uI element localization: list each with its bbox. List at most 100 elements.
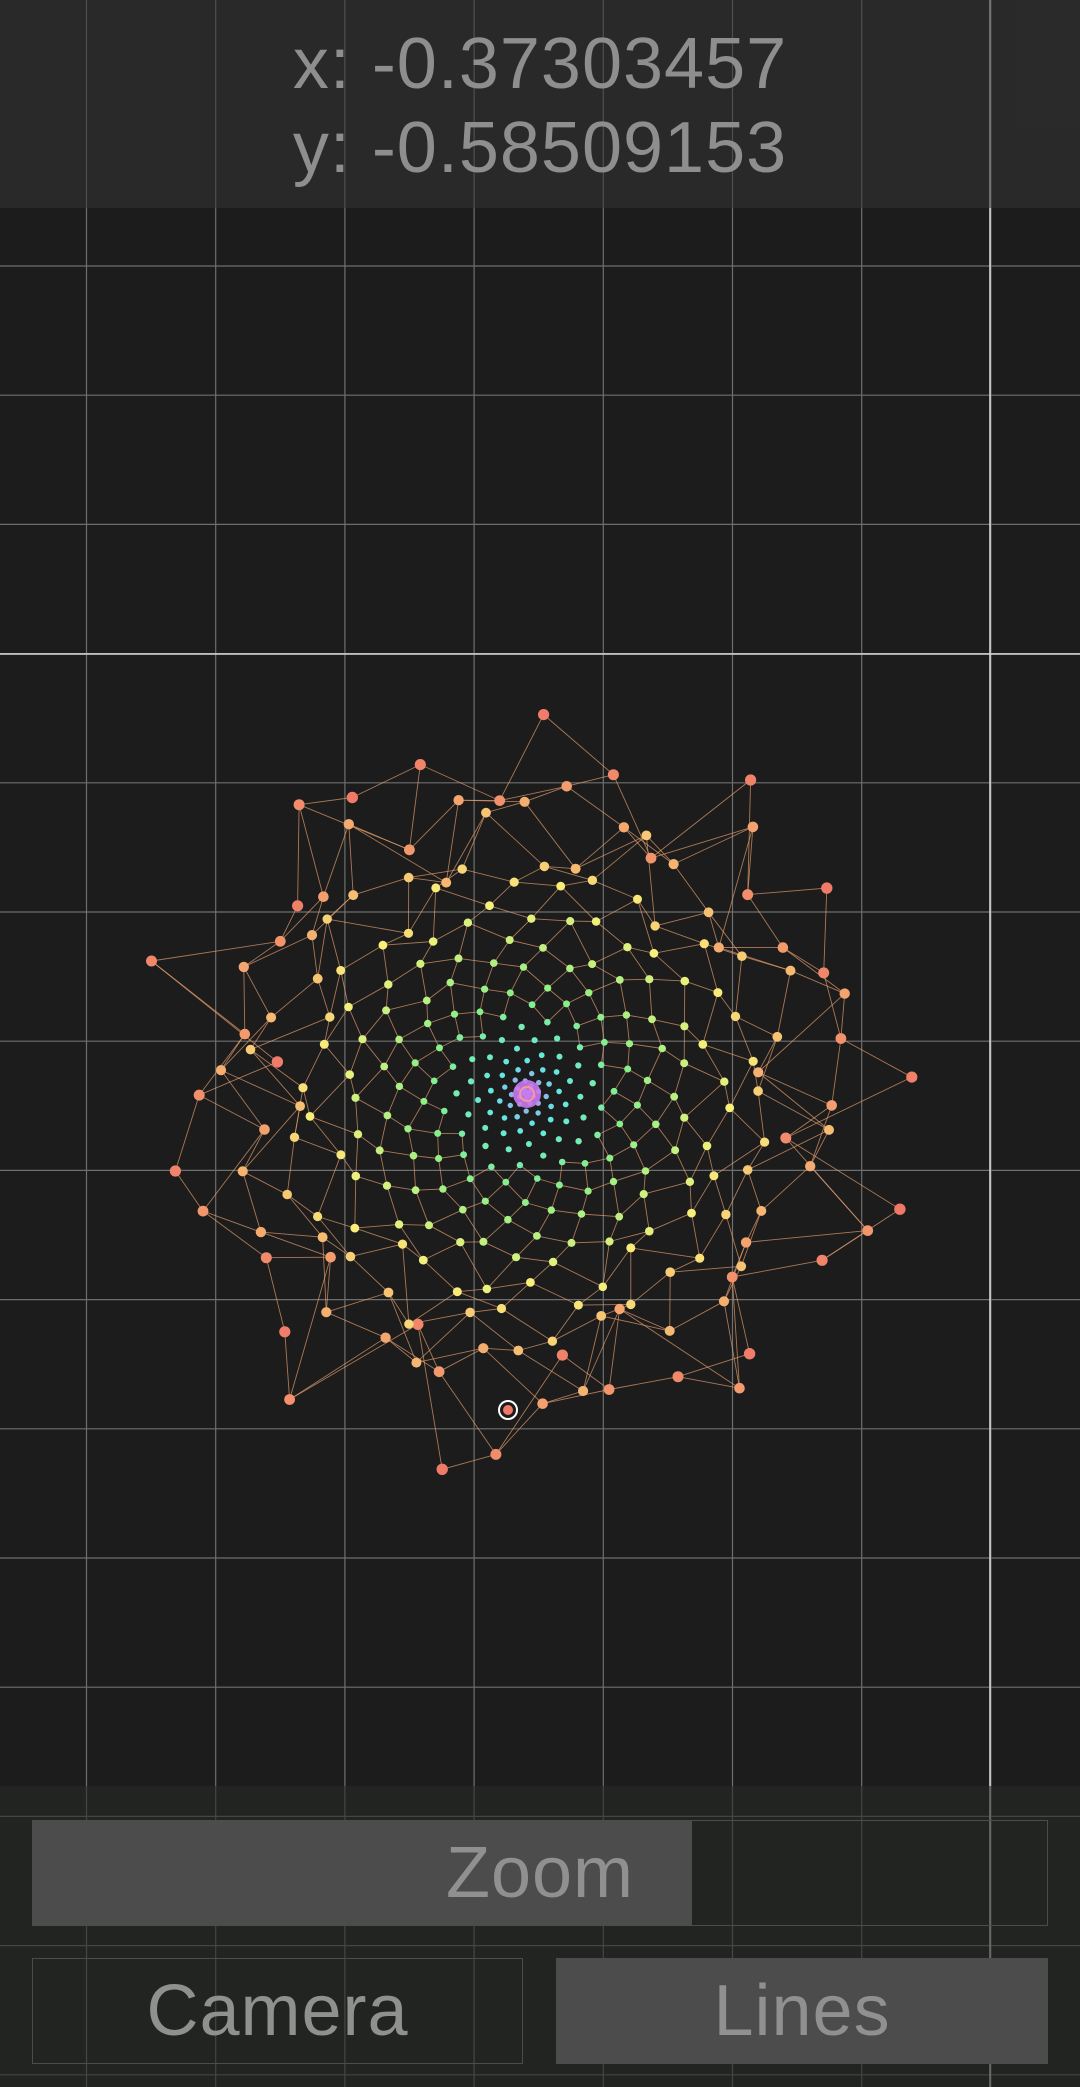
zoom-label: Zoom bbox=[445, 1833, 635, 1913]
spiral-point bbox=[529, 1120, 535, 1126]
spiral-point bbox=[570, 863, 581, 874]
spiral-point bbox=[457, 864, 467, 874]
spiral-point bbox=[734, 1382, 745, 1394]
connection-line bbox=[588, 979, 620, 994]
connection-line bbox=[415, 1190, 430, 1226]
spiral-point bbox=[516, 1161, 524, 1169]
connection-line bbox=[469, 1166, 492, 1180]
spiral-point bbox=[743, 1348, 756, 1360]
connection-line bbox=[220, 1069, 301, 1107]
spiral-point bbox=[497, 1098, 503, 1104]
connection-line bbox=[823, 888, 828, 973]
spiral-point bbox=[449, 1063, 457, 1070]
connection-line bbox=[543, 714, 614, 776]
spiral-point bbox=[353, 1130, 363, 1139]
connection-line bbox=[636, 1080, 648, 1106]
connection-line bbox=[428, 1224, 461, 1243]
connection-line bbox=[595, 921, 628, 948]
spiral-point bbox=[197, 1205, 209, 1217]
connection-line bbox=[198, 1094, 265, 1130]
spiral-point bbox=[670, 1092, 679, 1101]
connection-line bbox=[419, 963, 428, 1001]
spiral-point bbox=[594, 1131, 601, 1139]
connection-line bbox=[355, 1066, 385, 1099]
connection-line bbox=[613, 1181, 620, 1217]
spiral-points bbox=[146, 709, 918, 1476]
spiral-point bbox=[606, 1154, 614, 1162]
spiral-point bbox=[488, 1087, 494, 1094]
spiral-point bbox=[772, 1031, 783, 1042]
connection-line bbox=[782, 947, 845, 994]
connection-line bbox=[578, 1303, 631, 1306]
spiral-point bbox=[511, 1253, 521, 1262]
connection-line bbox=[677, 1376, 740, 1389]
spiral-point bbox=[343, 819, 354, 830]
camera-button[interactable]: Camera bbox=[32, 1958, 523, 2064]
connection-line bbox=[357, 1133, 380, 1151]
connection-line bbox=[560, 885, 597, 922]
connection-line bbox=[414, 1062, 435, 1082]
cursor-marker-dot bbox=[503, 1405, 513, 1415]
spiral-point bbox=[536, 1079, 542, 1086]
spiral-point bbox=[513, 1345, 524, 1356]
spiral-point bbox=[395, 1082, 404, 1091]
spiral-point bbox=[346, 791, 358, 804]
connection-line bbox=[408, 764, 421, 850]
spiral-point bbox=[623, 943, 632, 952]
connection-line bbox=[242, 1105, 301, 1172]
connection-line bbox=[757, 1071, 830, 1131]
connection-line bbox=[491, 1166, 507, 1183]
spiral-point bbox=[358, 1035, 367, 1044]
connection-line bbox=[613, 1090, 638, 1106]
connection-line bbox=[530, 1261, 554, 1283]
spiral-point bbox=[503, 1058, 510, 1065]
connection-line bbox=[569, 920, 593, 965]
zoom-slider[interactable]: Zoom bbox=[32, 1820, 1048, 1926]
connection-line bbox=[486, 1281, 531, 1290]
connection-line bbox=[689, 1145, 708, 1182]
spiral-point bbox=[540, 1067, 546, 1073]
connection-line bbox=[467, 922, 510, 941]
spiral-point bbox=[777, 942, 789, 953]
spiral-point bbox=[325, 1012, 335, 1022]
lines-button[interactable]: Lines bbox=[556, 1958, 1048, 2064]
spiral-point bbox=[742, 889, 754, 901]
spiral-point bbox=[709, 1171, 719, 1181]
connection-line bbox=[242, 1171, 262, 1233]
spiral-point bbox=[345, 1251, 356, 1262]
connection-line bbox=[348, 1006, 363, 1040]
connection-line bbox=[575, 834, 647, 870]
spiral-point bbox=[418, 1255, 428, 1265]
connection-line bbox=[198, 1033, 246, 1096]
connection-line bbox=[385, 984, 389, 1011]
connection-line bbox=[354, 1227, 403, 1245]
connection-line bbox=[713, 1175, 727, 1215]
connection-line bbox=[326, 1311, 386, 1339]
connection-line bbox=[718, 826, 754, 948]
spiral-point bbox=[431, 883, 441, 893]
connection-line bbox=[322, 824, 350, 897]
connection-line bbox=[398, 1224, 424, 1261]
connection-line bbox=[399, 1086, 425, 1102]
spiral-point bbox=[454, 954, 463, 963]
connection-line bbox=[499, 785, 567, 802]
connection-line bbox=[317, 919, 328, 979]
connection-line bbox=[623, 826, 674, 865]
connection-line bbox=[646, 835, 674, 865]
zoom-slider-fill bbox=[33, 1821, 693, 1925]
connection-line bbox=[509, 939, 544, 949]
connection-line bbox=[609, 1376, 679, 1390]
spiral-point bbox=[519, 796, 530, 807]
connection-line bbox=[260, 1231, 331, 1258]
connection-line bbox=[427, 1013, 455, 1024]
spiral-point bbox=[481, 807, 491, 818]
spiral-point bbox=[484, 1072, 490, 1079]
spiral-point bbox=[615, 976, 624, 984]
connection-line bbox=[544, 865, 576, 870]
connection-line bbox=[454, 1014, 461, 1038]
spiral-point bbox=[336, 965, 346, 975]
connection-line bbox=[250, 1049, 304, 1089]
connection-line bbox=[566, 1003, 578, 1027]
spiral-point bbox=[641, 1167, 650, 1175]
spiral-point bbox=[645, 1226, 654, 1236]
